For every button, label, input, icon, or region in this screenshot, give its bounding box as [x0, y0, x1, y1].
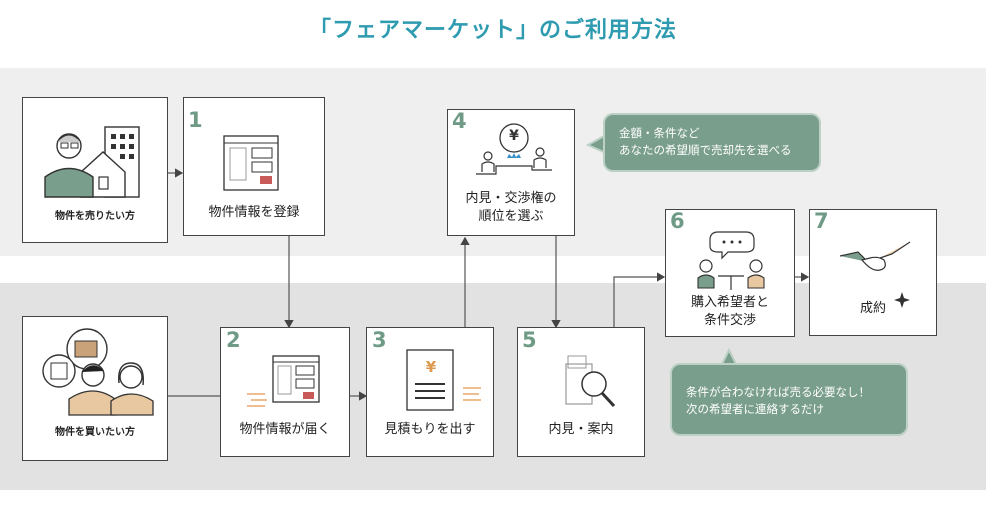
step-7-label: 成約	[859, 301, 886, 316]
yen-icon: ¥	[425, 358, 437, 376]
arrow-5-to-6	[613, 272, 666, 327]
step-3-label: 見積もりを出す	[384, 422, 476, 437]
step-4-label-line1: 内見・交渉権の	[465, 191, 557, 206]
buyer-card: 物件を買いたい方	[22, 316, 168, 461]
step-6-label-line2: 条件交渉	[703, 313, 756, 328]
bottom-bubble-line1: 条件が合わなければ売る必要なし！	[686, 385, 870, 399]
step-1-label: 物件情報を登録	[208, 205, 300, 220]
step-2-number: 2	[226, 328, 241, 352]
step-5-card: 内見・案内	[517, 327, 645, 457]
top-speech-bubble: 金額・条件など あなたの希望順で売却先を選べる	[603, 113, 821, 172]
buyer-label: 物件を買いたい方	[55, 427, 135, 438]
seller-card: 物件を売りたい方	[22, 97, 168, 243]
document-form-icon	[272, 355, 320, 403]
document-form-icon	[223, 135, 279, 191]
motion-lines-icon	[247, 393, 267, 407]
step-5-label: 内見・案内	[548, 422, 614, 437]
motion-lines-icon	[463, 387, 481, 401]
step-7-card: 成約	[809, 209, 937, 336]
top-bubble-line2: あなたの希望順で売却先を選べる	[619, 143, 792, 157]
top-bubble-line1: 金額・条件など	[619, 126, 700, 140]
seller-label: 物件を売りたい方	[55, 211, 135, 222]
step-4-label-line2: 順位を選ぶ	[478, 209, 544, 224]
sparkle-icon	[894, 292, 910, 308]
step-6-card: 購入希望者と 条件交渉	[665, 209, 795, 337]
step-6-number: 6	[670, 209, 685, 233]
step-1-card: 物件情報を登録	[183, 97, 325, 236]
bottom-bubble-line2: 次の希望者に連絡するだけ	[686, 402, 824, 416]
step-2-label: 物件情報が届く	[239, 422, 331, 437]
ranking-podium-icon	[476, 123, 552, 175]
step-4-number: 4	[452, 109, 467, 133]
step-3-number: 3	[372, 328, 387, 352]
page-title: 「フェアマーケット」のご利用方法	[308, 18, 677, 43]
negotiation-meeting-icon	[697, 231, 765, 290]
step-5-number: 5	[522, 328, 537, 352]
step-3-card: ¥ 見積もりを出す	[366, 327, 494, 457]
step-4-card: ¥ 内見・交渉権の 順位を選ぶ	[447, 109, 575, 236]
step-2-card: 物件情報が届く	[220, 327, 350, 457]
estimate-document-icon	[406, 349, 454, 411]
bottom-speech-bubble: 条件が合わなければ売る必要なし！ 次の希望者に連絡するだけ	[670, 363, 908, 436]
yen-icon: ¥	[509, 128, 519, 144]
step-1-number: 1	[188, 108, 203, 132]
magnifier-inspection-icon	[565, 355, 616, 408]
handshake-icon	[839, 241, 911, 271]
seller-illustration	[44, 126, 140, 198]
step-7-number: 7	[814, 209, 829, 233]
buyer-illustration	[42, 328, 154, 416]
step-6-label-line1: 購入希望者と	[690, 295, 769, 310]
